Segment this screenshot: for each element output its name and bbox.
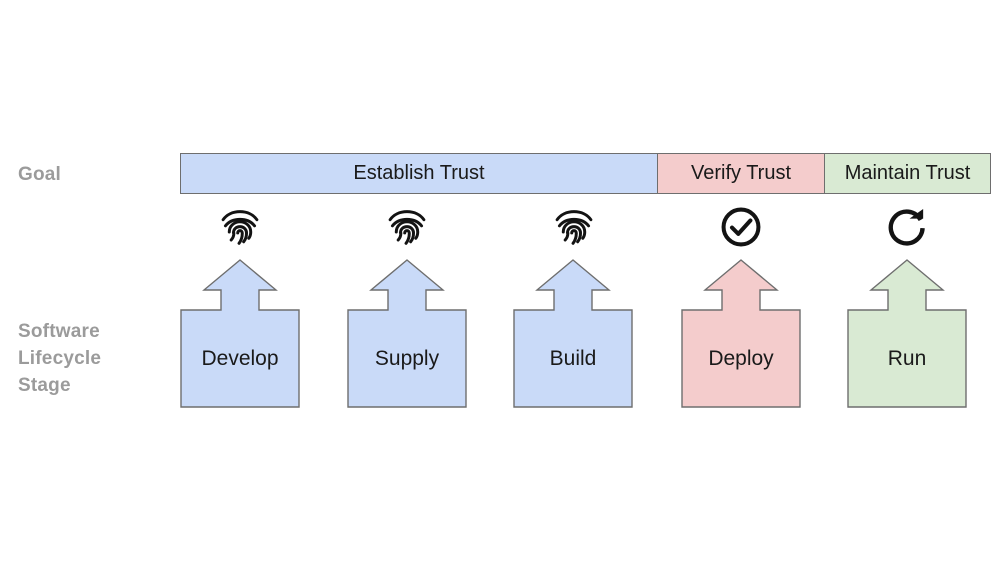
goal-segment-establish-trust: Establish Trust	[180, 153, 658, 194]
stage-supply[interactable]: Supply	[347, 258, 467, 408]
goal-segment-label: Maintain Trust	[844, 162, 971, 184]
software-lifecycle-stage-row-label: Software Lifecycle Stage	[18, 321, 102, 396]
goal-segment-label: Establish Trust	[353, 162, 485, 184]
fingerprint-icon	[380, 200, 434, 254]
goal-bar: Establish Trust Verify Trust Maintain Tr…	[180, 153, 991, 194]
goal-segment-maintain-trust: Maintain Trust	[824, 153, 991, 194]
goal-segment-label: Verify Trust	[690, 162, 792, 184]
fingerprint-icon	[547, 200, 601, 254]
stage-deploy[interactable]: Deploy	[681, 258, 801, 408]
stage-develop[interactable]: Develop	[180, 258, 300, 408]
stage-build[interactable]: Build	[513, 258, 633, 408]
refresh-icon	[881, 200, 935, 254]
fingerprint-icon	[213, 200, 267, 254]
goal-segment-verify-trust: Verify Trust	[657, 153, 825, 194]
goal-row-label: Goal	[18, 164, 62, 185]
check-circle-icon	[714, 200, 768, 254]
stage-run[interactable]: Run	[847, 258, 967, 408]
